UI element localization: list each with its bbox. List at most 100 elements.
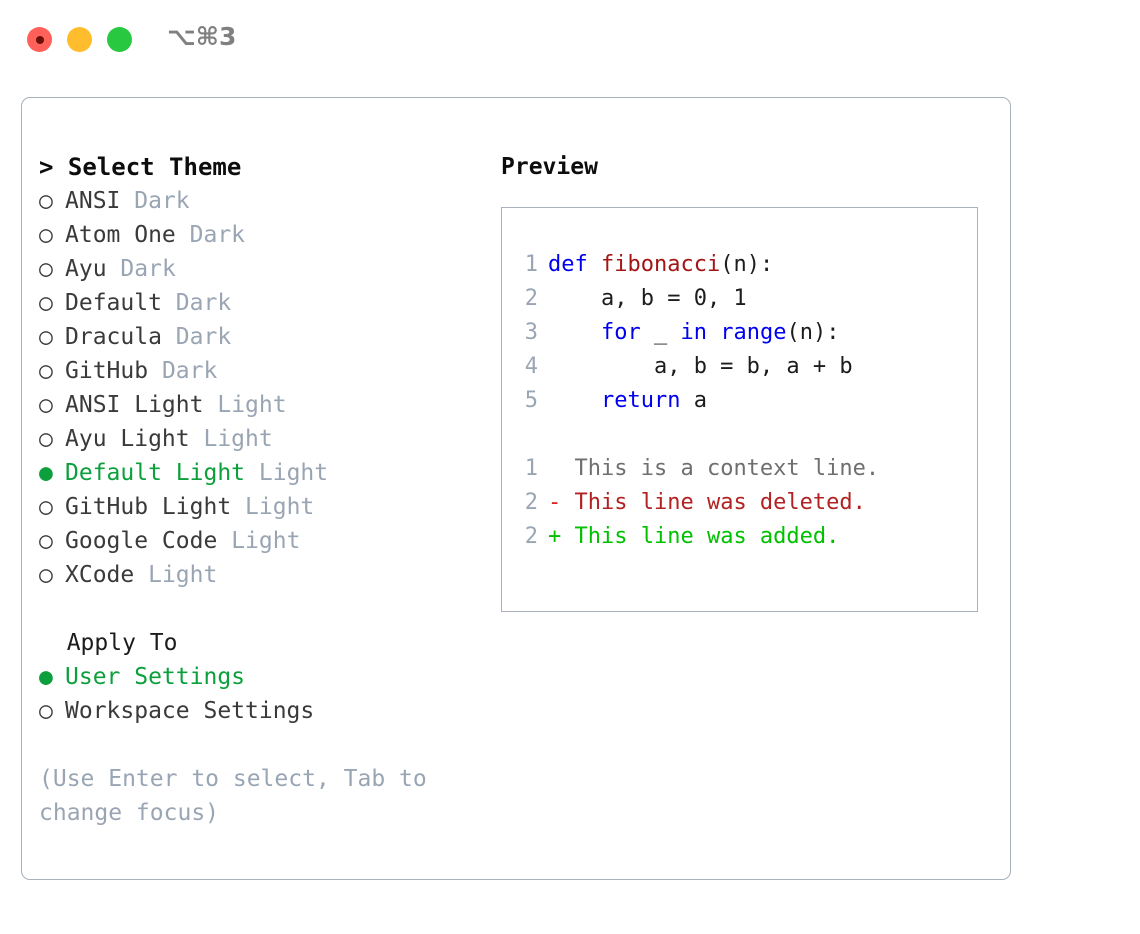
- apply-to-item[interactable]: ● User Settings: [39, 660, 489, 694]
- theme-name: ANSI Light: [65, 392, 204, 418]
- theme-list-item[interactable]: ○ANSI Dark: [39, 184, 489, 218]
- diff-text: This line was added.: [574, 524, 840, 549]
- radio-unselected-icon[interactable]: ○: [39, 528, 53, 554]
- radio-selected-icon[interactable]: ●: [39, 460, 53, 486]
- theme-list-item[interactable]: ○Google Code Light: [39, 524, 489, 558]
- line-number: 2: [524, 490, 538, 515]
- line-number: 1: [524, 456, 538, 481]
- code-token: a, b = b, a + b: [548, 354, 853, 379]
- diff-line-context: 1 This is a context line.: [502, 452, 977, 486]
- code-token: [548, 388, 601, 413]
- theme-selector-column: > Select Theme ○ANSI Dark○Atom One Dark○…: [39, 150, 489, 830]
- theme-list-item[interactable]: ○Ayu Light Light: [39, 422, 489, 456]
- diff-text: This line was deleted.: [574, 490, 866, 515]
- radio-unselected-icon[interactable]: ○: [39, 188, 53, 214]
- diff-text: This is a context line.: [574, 456, 880, 481]
- theme-category: Dark: [120, 256, 176, 282]
- theme-name: XCode: [65, 562, 135, 588]
- theme-list[interactable]: ○ANSI Dark○Atom One Dark○Ayu Dark○Defaul…: [39, 184, 489, 592]
- code-token: (n):: [720, 252, 774, 277]
- list-spacer: [39, 592, 489, 626]
- code-token: def: [548, 252, 588, 277]
- theme-list-item[interactable]: ○ANSI Light Light: [39, 388, 489, 422]
- radio-unselected-icon[interactable]: ○: [39, 562, 53, 588]
- gap: [148, 358, 162, 384]
- hint-line-2: change focus): [39, 800, 220, 826]
- theme-list-item[interactable]: ○ Ayu Dark: [39, 252, 489, 286]
- line-number: 5: [524, 388, 538, 413]
- gap: [107, 256, 121, 282]
- theme-category: Light: [258, 460, 329, 486]
- radio-unselected-icon[interactable]: ○: [39, 324, 53, 350]
- theme-category: Light: [245, 494, 315, 520]
- theme-list-item[interactable]: ●Default Light Light: [39, 456, 489, 490]
- code-token: for: [600, 320, 641, 345]
- theme-list-item[interactable]: ○Default Dark: [39, 286, 489, 320]
- apply-to-name: User Settings: [65, 664, 246, 690]
- close-button[interactable]: [27, 27, 52, 52]
- radio-unselected-icon[interactable]: ○: [39, 494, 53, 520]
- code-diff-gap: [502, 418, 977, 452]
- apply-to-name: Workspace Settings: [65, 698, 315, 724]
- gap: [190, 426, 204, 452]
- traffic-lights: [27, 27, 132, 52]
- theme-name: Dracula: [65, 324, 162, 350]
- theme-name: Ayu: [65, 256, 107, 282]
- gap: [245, 460, 259, 486]
- radio-unselected-icon[interactable]: ○: [39, 392, 53, 418]
- line-number: 4: [524, 354, 538, 379]
- theme-list-item[interactable]: ○GitHub Dark: [39, 354, 489, 388]
- code-line: 3 for _ in range(n):: [502, 316, 977, 350]
- theme-category: Dark: [175, 324, 232, 350]
- preview-title: Preview: [501, 154, 598, 180]
- radio-unselected-icon[interactable]: ○: [39, 358, 53, 384]
- code-line: 2 a, b = 0, 1: [502, 282, 977, 316]
- diff-marker: [548, 456, 575, 481]
- apply-to-list[interactable]: ● User Settings ○ Workspace Settings: [39, 660, 489, 728]
- select-theme-header: > Select Theme: [39, 153, 242, 181]
- code-token: _: [640, 320, 681, 345]
- theme-list-item[interactable]: ○GitHub Light Light: [39, 490, 489, 524]
- gap: [162, 290, 176, 316]
- code-token: [548, 320, 601, 345]
- title-bar: ⌥⌘3: [0, 0, 1140, 78]
- line-number: 3: [524, 320, 538, 345]
- code-token: range: [720, 320, 787, 345]
- apply-to-item[interactable]: ○ Workspace Settings: [39, 694, 489, 728]
- radio-unselected-icon[interactable]: ○: [39, 290, 53, 316]
- gap: [231, 494, 245, 520]
- radio-unselected-icon[interactable]: ○: [39, 256, 53, 282]
- gap: [120, 188, 134, 214]
- theme-list-item[interactable]: ○ Dracula Dark: [39, 320, 489, 354]
- hint-line-1: (Use Enter to select, Tab to: [39, 766, 427, 792]
- theme-category: Light: [148, 562, 218, 588]
- radio-unselected-icon[interactable]: ○: [39, 426, 53, 452]
- radio-unselected-icon[interactable]: ○: [39, 222, 53, 248]
- theme-category: Dark: [134, 188, 190, 214]
- code-token: [707, 320, 720, 345]
- maximize-button[interactable]: [107, 27, 132, 52]
- code-token: [588, 252, 601, 277]
- theme-list-item[interactable]: ○ XCode Light: [39, 558, 489, 592]
- minimize-button[interactable]: [67, 27, 92, 52]
- code-token: (n):: [786, 320, 840, 345]
- apply-to-label: Apply To: [39, 630, 178, 656]
- theme-category: Light: [231, 528, 301, 554]
- code-token: a: [680, 388, 707, 413]
- theme-list-item[interactable]: ○Atom One Dark: [39, 218, 489, 252]
- code-line: 5 return a: [502, 384, 977, 418]
- code-token: a, b = 0, 1: [548, 286, 747, 311]
- theme-category: Dark: [161, 358, 218, 384]
- code-line: 4 a, b = b, a + b: [502, 350, 977, 384]
- gap: [176, 222, 190, 248]
- radio-unselected-icon[interactable]: ○: [39, 698, 53, 724]
- main-panel: > Select Theme ○ANSI Dark○Atom One Dark○…: [21, 97, 1011, 880]
- gap: [217, 528, 231, 554]
- radio-selected-icon[interactable]: ●: [39, 664, 53, 690]
- diff-sample: 1 This is a context line.2- This line wa…: [502, 452, 977, 554]
